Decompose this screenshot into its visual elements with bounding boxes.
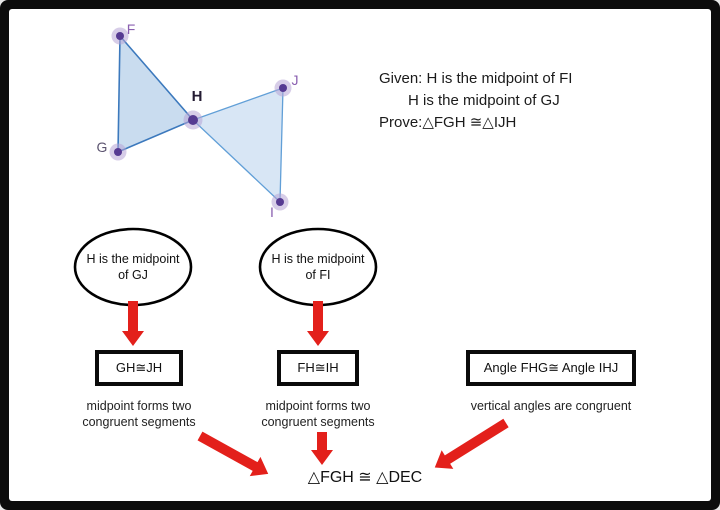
point-g-label: G (97, 139, 108, 155)
reason-caption-2: midpoint forms two congruent segments (243, 398, 393, 430)
point-h-label: H (192, 88, 203, 105)
point-g (114, 148, 122, 156)
triangle-fgh (117, 35, 194, 153)
triangle-hji (192, 87, 284, 203)
reason-caption-3: vertical angles are congruent (448, 398, 654, 414)
given-line-1: Given: H is the midpoint of FI (379, 70, 573, 87)
statement-box-angles: Angle FHG≅ Angle IHJ (466, 350, 636, 386)
reason-caption-1: midpoint forms two congruent segments (64, 398, 214, 430)
reason-caption-1-line-1: midpoint forms two (86, 399, 192, 413)
oval-2-text: H is the midpoint of FI (260, 251, 376, 283)
statement-box-fh-ih: FH≅IH (277, 350, 359, 386)
prove-line: Prove:△FGH ≅△IJH (379, 114, 517, 131)
arrow-box3-to-conclusion (434, 418, 509, 469)
conclusion-statement: △FGH ≅ △DEC (307, 469, 423, 486)
reason-caption-3-line-1: vertical angles are congruent (470, 399, 632, 413)
statement-box-angles-label: Angle FHG≅ Angle IHJ (483, 360, 619, 375)
given-line-2: H is the midpoint of GJ (408, 92, 560, 109)
reason-caption-2-line-2: congruent segments (261, 415, 375, 429)
oval-1-line-1: H is the midpoint (86, 252, 180, 266)
point-i-label: I (270, 204, 274, 220)
reason-caption-2-line-1: midpoint forms two (265, 399, 371, 413)
statement-box-gh-jh: GH≅JH (95, 350, 183, 386)
point-j-label: J (292, 72, 299, 88)
point-f (116, 32, 124, 40)
arrow-oval1-to-box1 (122, 301, 144, 346)
oval-1-text: H is the midpoint of GJ (75, 251, 191, 283)
point-h (188, 115, 198, 125)
statement-box-gh-jh-label: GH≅JH (115, 360, 163, 375)
point-i (276, 198, 284, 206)
arrow-box2-to-conclusion (311, 432, 333, 465)
point-j (279, 84, 287, 92)
arrow-oval2-to-box2 (307, 301, 329, 346)
arrow-box1-to-conclusion (197, 431, 269, 477)
oval-1-line-2: of GJ (118, 268, 148, 282)
given-statement-block: Given: H is the midpoint of FI H is the … (379, 68, 572, 134)
point-f-label: F (127, 21, 136, 37)
reason-caption-1-line-2: congruent segments (82, 415, 196, 429)
oval-2-line-2: of FI (305, 268, 331, 282)
statement-box-fh-ih-label: FH≅IH (297, 360, 339, 375)
oval-2-line-1: H is the midpoint (271, 252, 365, 266)
